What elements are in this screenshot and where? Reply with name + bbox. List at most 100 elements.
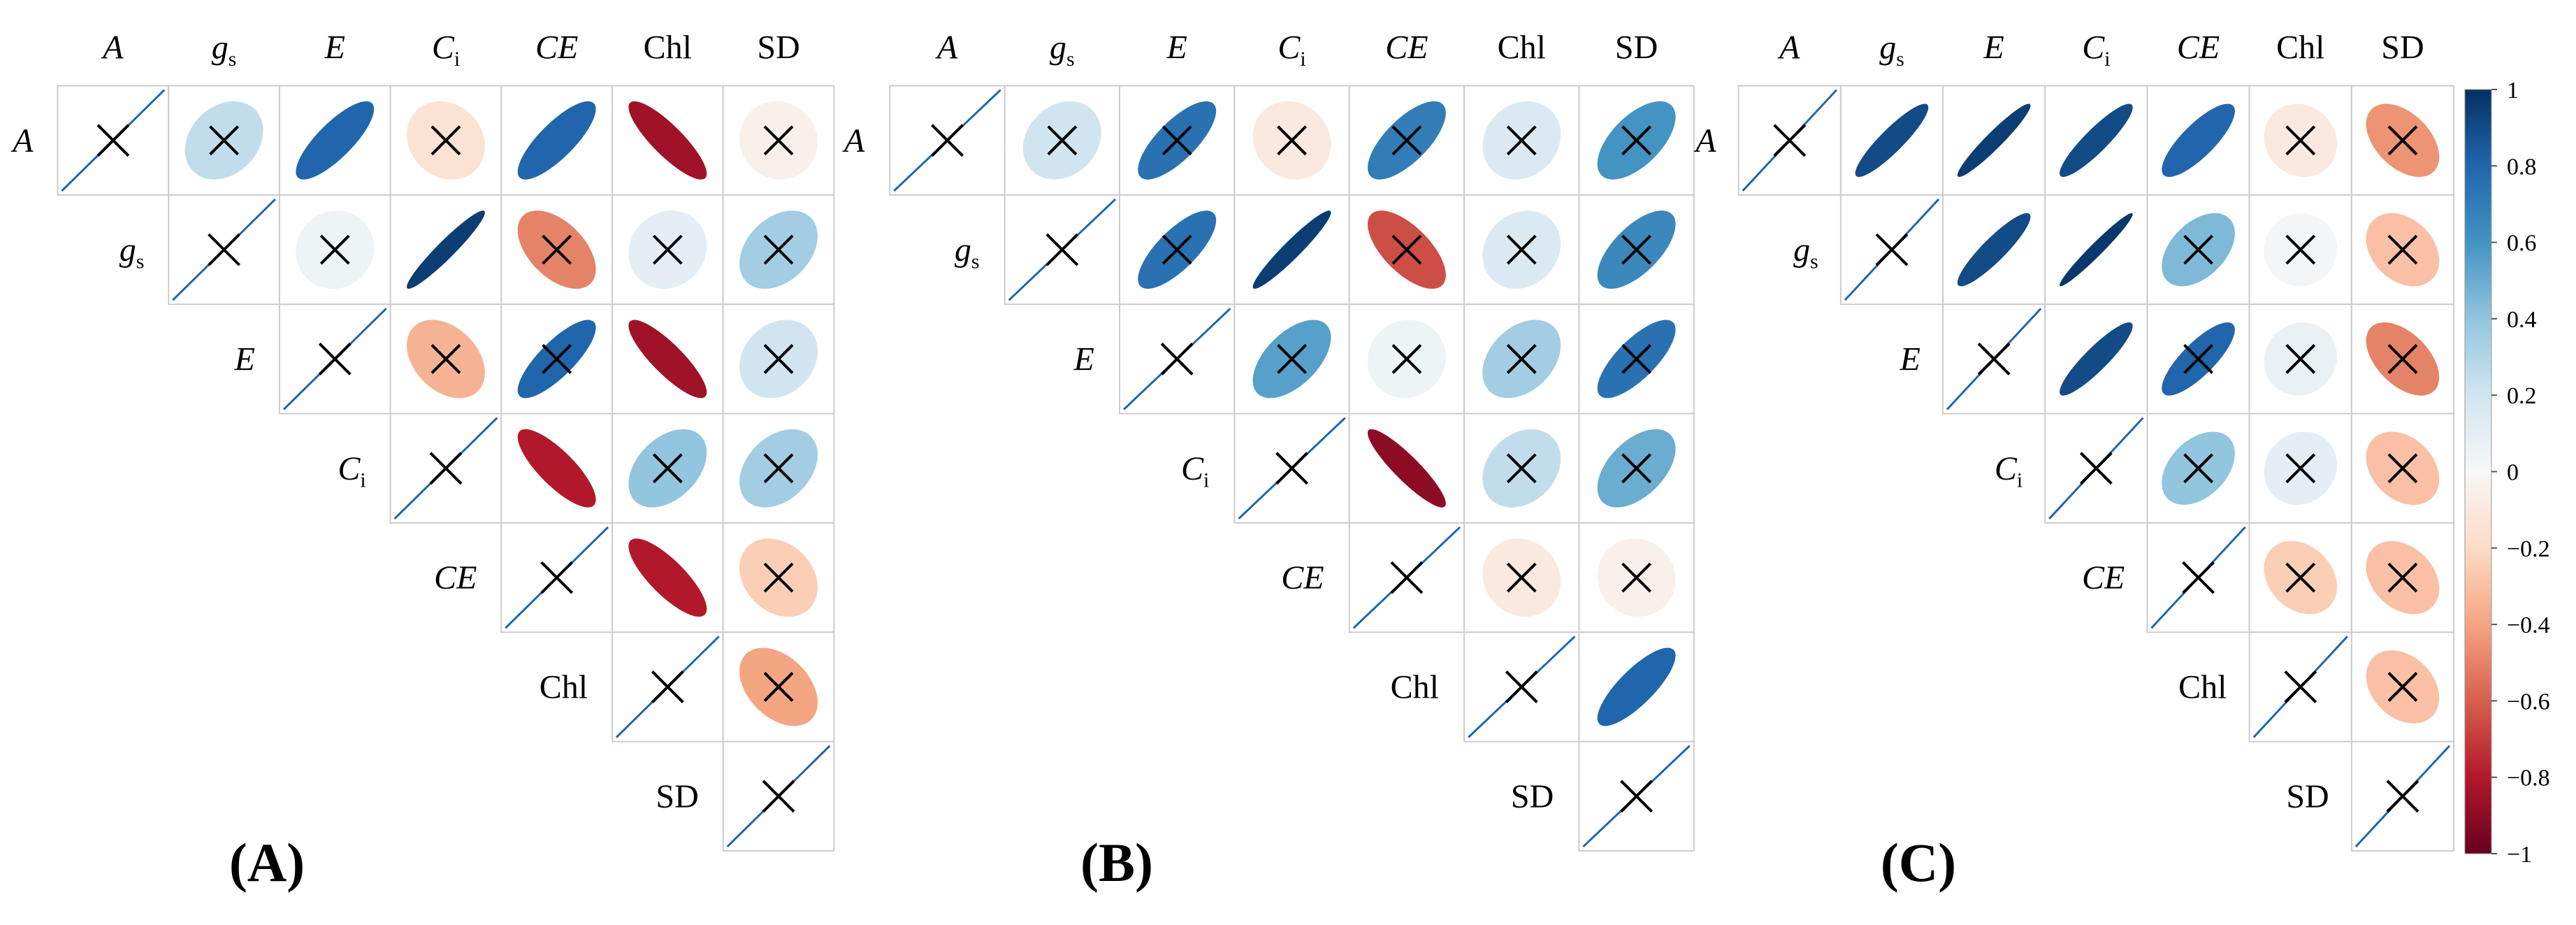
cross-mark <box>2183 234 2213 265</box>
colorbar-tick-label: −0.8 <box>2507 766 2550 791</box>
colorbar-tick-label: 0 <box>2507 460 2519 486</box>
row-label-5: Chl <box>1391 668 1439 705</box>
correlation-ellipse <box>407 210 485 289</box>
cross-mark <box>1875 233 1909 266</box>
row-label-0: A <box>842 122 865 159</box>
cross-mark <box>1162 125 1192 156</box>
cross-mark <box>2079 452 2113 485</box>
row-label-3: Ci <box>1181 450 1209 492</box>
row-label-0: A <box>1693 122 1716 159</box>
cross-mark <box>2387 234 2418 265</box>
column-label-1: gs <box>1879 29 1904 71</box>
cross-mark <box>2182 561 2215 594</box>
column-label-0: A <box>101 29 124 66</box>
cross-mark <box>1505 671 1538 703</box>
cross-mark <box>2285 125 2316 156</box>
cross-mark <box>1977 343 2011 375</box>
cross-mark <box>1277 344 1307 374</box>
colorbar-tick-label: −0.4 <box>2507 612 2550 638</box>
column-label-6: SD <box>1615 29 1658 66</box>
cross-mark <box>1506 453 1537 484</box>
colorbar-gradient <box>2464 89 2492 854</box>
cross-mark <box>1506 234 1537 265</box>
row-label-5: Chl <box>540 668 588 705</box>
cross-mark <box>1162 234 1192 265</box>
row-label-3: Ci <box>1995 450 2023 492</box>
column-label-5: Chl <box>644 29 692 66</box>
cross-mark <box>1045 233 1079 266</box>
cross-mark <box>542 344 572 374</box>
correlation-ellipse <box>1367 429 1446 508</box>
column-label-4: CE <box>535 29 578 66</box>
cross-mark <box>931 124 964 157</box>
cross-mark <box>1506 344 1537 374</box>
cross-mark <box>2387 125 2418 156</box>
row-label-2: E <box>234 340 255 378</box>
row-label-3: Ci <box>338 450 366 492</box>
cross-mark <box>1620 780 1654 813</box>
column-label-6: SD <box>757 29 799 66</box>
cross-mark <box>651 671 684 703</box>
correlation-ellipse <box>517 429 596 508</box>
panel-label: (B) <box>1080 832 1153 893</box>
row-label-1: gs <box>955 231 980 273</box>
correlation-ellipse <box>2060 213 2133 287</box>
cross-mark <box>1047 125 1078 156</box>
colorbar-tick-label: 0.8 <box>2507 154 2537 180</box>
correlation-ellipse <box>1597 647 1676 726</box>
cross-mark <box>2387 562 2418 593</box>
row-label-4: CE <box>434 559 477 596</box>
cross-mark <box>318 343 352 375</box>
column-label-5: Chl <box>1498 29 1546 66</box>
cross-mark <box>2285 344 2316 374</box>
cross-mark <box>2183 344 2213 374</box>
cross-mark <box>762 780 795 813</box>
cross-mark <box>763 672 794 702</box>
cross-mark <box>1275 452 1308 485</box>
colorbar: 10.80.60.40.20−0.2−0.4−0.6−0.8−1 <box>2464 78 2550 868</box>
row-label-2: E <box>1900 340 1920 378</box>
column-label-6: SD <box>2381 29 2424 66</box>
colorbar-tick-label: −0.2 <box>2507 536 2550 562</box>
correlation-ellipse <box>1957 103 2031 178</box>
colorbar-tick-label: 0.4 <box>2507 307 2537 333</box>
cross-mark <box>763 562 794 593</box>
cross-mark <box>1277 125 1307 156</box>
panel-label: (C) <box>1881 832 1956 893</box>
cross-mark <box>1621 234 1652 265</box>
cross-mark <box>540 561 574 594</box>
cross-mark <box>1773 124 1807 157</box>
colorbar-tick-label: 1 <box>2507 78 2519 103</box>
cross-mark <box>763 234 794 265</box>
cross-mark <box>1390 561 1424 594</box>
correlation-ellipse <box>628 101 707 180</box>
cross-mark <box>763 453 794 484</box>
correlation-ellipse <box>1855 103 1929 178</box>
column-label-4: CE <box>1385 29 1428 66</box>
correlation-ellipse <box>628 538 707 617</box>
cross-mark <box>2387 453 2418 484</box>
cross-mark <box>763 344 794 374</box>
cross-mark <box>763 125 794 156</box>
column-label-3: Ci <box>432 29 460 71</box>
cross-mark <box>2387 672 2418 702</box>
column-label-3: Ci <box>1278 29 1305 71</box>
column-label-1: gs <box>1050 29 1075 71</box>
column-label-2: E <box>324 29 345 66</box>
cross-mark <box>652 234 683 265</box>
row-label-0: A <box>10 122 34 159</box>
row-label-6: SD <box>2286 778 2329 815</box>
cross-mark <box>429 452 463 485</box>
cross-mark <box>208 233 240 266</box>
column-label-0: A <box>1777 29 1800 66</box>
correlation-ellipse <box>628 320 707 399</box>
colorbar-tick-label: −1 <box>2507 842 2532 868</box>
row-label-4: CE <box>2082 559 2125 596</box>
colorbar-tick-label: 0.2 <box>2507 383 2537 409</box>
cross-mark <box>2183 453 2213 484</box>
cross-mark <box>2285 234 2316 265</box>
